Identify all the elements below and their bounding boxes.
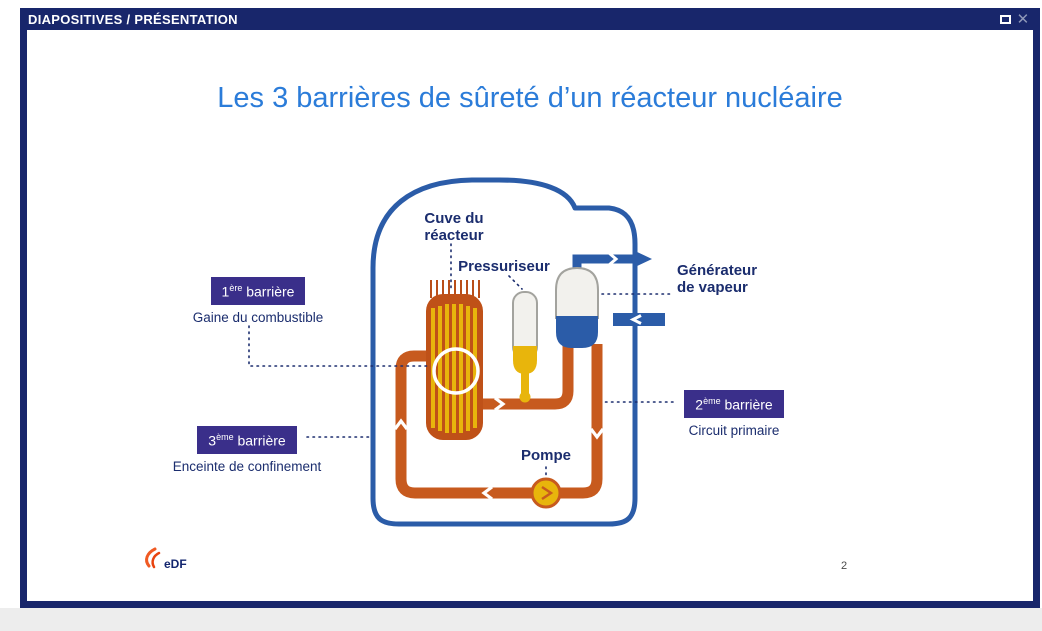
pressurizer-water [513,346,537,374]
reactor-vessel [426,280,483,440]
steam-arrow-icon [633,250,652,268]
pressurizer [512,291,538,403]
maximize-button[interactable] [996,10,1014,28]
window-frame: Les 3 barrières de sûreté d’un réacteur … [20,30,1040,608]
barrier-2-num: 2 [695,396,704,413]
flow-arrow-down-icon [589,428,605,440]
titlebar[interactable]: DIAPOSITIVES / PRÉSENTATION ✕ [20,8,1040,30]
reactor-diagram [248,177,674,527]
leader-lines [248,243,674,478]
barrier-2-block: 2ème barrière Circuit primaire [654,390,814,438]
barrier-3-sup: ème [216,432,234,442]
edf-flame-icon-inner [151,551,161,569]
steam-flow-arrow-icon [608,251,619,267]
barrier-2-badge: 2ème barrière [684,390,784,418]
pump [530,477,562,509]
barrier-2-caption: Circuit primaire [688,422,780,438]
label-pressuriseur: Pressuriseur [458,258,550,275]
label-generateur: Générateur de vapeur [677,262,797,296]
label-cuve: Cuve du réacteur [404,210,504,244]
label-generateur-line1: Générateur [677,262,758,279]
pressurizer-stem [521,370,529,398]
steam-generator [555,266,599,348]
steam-generator-base [556,316,598,348]
barrier-1-num: 1 [221,283,230,300]
slide-title: Les 3 barrières de sûreté d’un réacteur … [217,82,843,114]
primary-loop-pipe [395,344,603,499]
edf-flame-icon [145,547,157,568]
flow-arrow-up-icon [393,418,409,430]
barrier-2-sup: ème [703,396,721,406]
steam-generator-dome [555,266,599,319]
flow-arrow-right-icon [494,396,506,412]
leader-barrier-1 [248,325,432,367]
barrier-2-rest: barrière [720,396,773,413]
barrier-3-block: 3ème barrière Enceinte de confinement [161,426,333,474]
fuel-highlight-circle [432,347,480,395]
fuel-rods [431,304,477,433]
feedwater-arrow-icon [629,314,642,325]
pressurizer-drip [519,391,531,403]
label-cuve-line2: réacteur [424,227,484,244]
barrier-3-caption: Enceinte de confinement [172,458,322,474]
leader-pressuriseur [508,275,523,290]
bottom-strip [0,608,1042,631]
feedwater-pipe [613,313,665,326]
barrier-1-block: 1ère barrière Gaine du combustible [178,277,338,325]
barrier-3-num: 3 [208,432,217,449]
presentation-window: DIAPOSITIVES / PRÉSENTATION ✕ Les 3 barr… [20,8,1040,608]
label-generateur-line2: de vapeur [677,279,748,296]
edf-logo-text: eDF [164,557,187,571]
close-button[interactable]: ✕ [1016,10,1030,28]
hot-leg-pipe [482,346,574,410]
barrier-3-badge: 3ème barrière [197,426,297,454]
label-pompe: Pompe [520,447,571,464]
flow-arrow-left-icon [481,485,493,501]
barrier-1-badge: 1ère barrière [210,277,306,305]
titlebar-title: DIAPOSITIVES / PRÉSENTATION [28,11,238,27]
maximize-icon [999,14,1011,24]
page-number: 2 [841,560,848,572]
pump-rotor-icon [541,485,554,501]
barrier-1-caption: Gaine du combustible [192,309,324,325]
slide-canvas: Les 3 barrières de sûreté d’un réacteur … [27,30,1033,601]
label-cuve-line1: Cuve du [424,210,484,227]
edf-logo: eDF [139,542,203,579]
barrier-1-rest: barrière [242,283,295,300]
barrier-3-rest: barrière [233,432,286,449]
containment-outline [370,177,638,527]
barrier-1-sup: ère [229,283,243,293]
